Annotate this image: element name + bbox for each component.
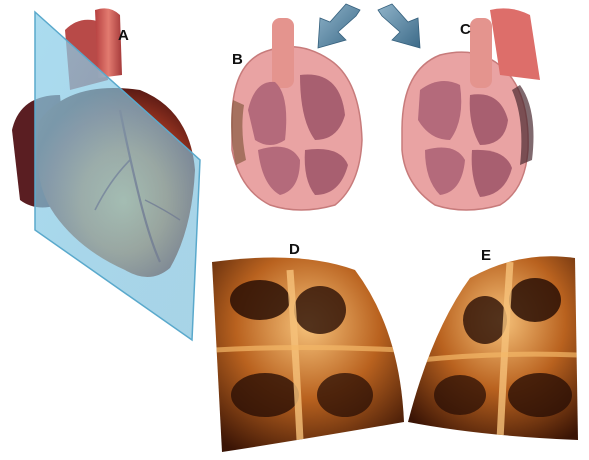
echo-dark-region <box>231 373 299 417</box>
panel-label-a: A <box>118 28 129 43</box>
panel-b-cross-section <box>231 18 362 210</box>
echo-dark-region <box>508 373 572 417</box>
outflow-tract <box>470 18 492 88</box>
panel-label-c: C <box>460 22 471 37</box>
echo-dark-region <box>434 375 486 415</box>
panel-c-cross-section <box>402 8 540 210</box>
panel-d-echo-image <box>212 258 404 453</box>
panel-e-echo-image <box>408 256 578 440</box>
panel-label-b: B <box>232 52 243 67</box>
panel-label-d: D <box>289 242 300 257</box>
echo-valve-plane <box>215 348 400 351</box>
echo-dark-region <box>294 286 346 334</box>
panel-label-e: E <box>481 248 491 263</box>
view-arrow-left <box>318 4 360 48</box>
echo-dark-region <box>509 278 561 322</box>
view-arrow-right <box>378 4 420 48</box>
echo-dark-region <box>230 280 290 320</box>
myocardium-wall <box>232 47 362 210</box>
outflow-tract <box>272 18 294 88</box>
echo-dark-region <box>463 296 507 344</box>
echo-dark-region <box>317 373 373 417</box>
panel-a-heart <box>12 8 200 340</box>
